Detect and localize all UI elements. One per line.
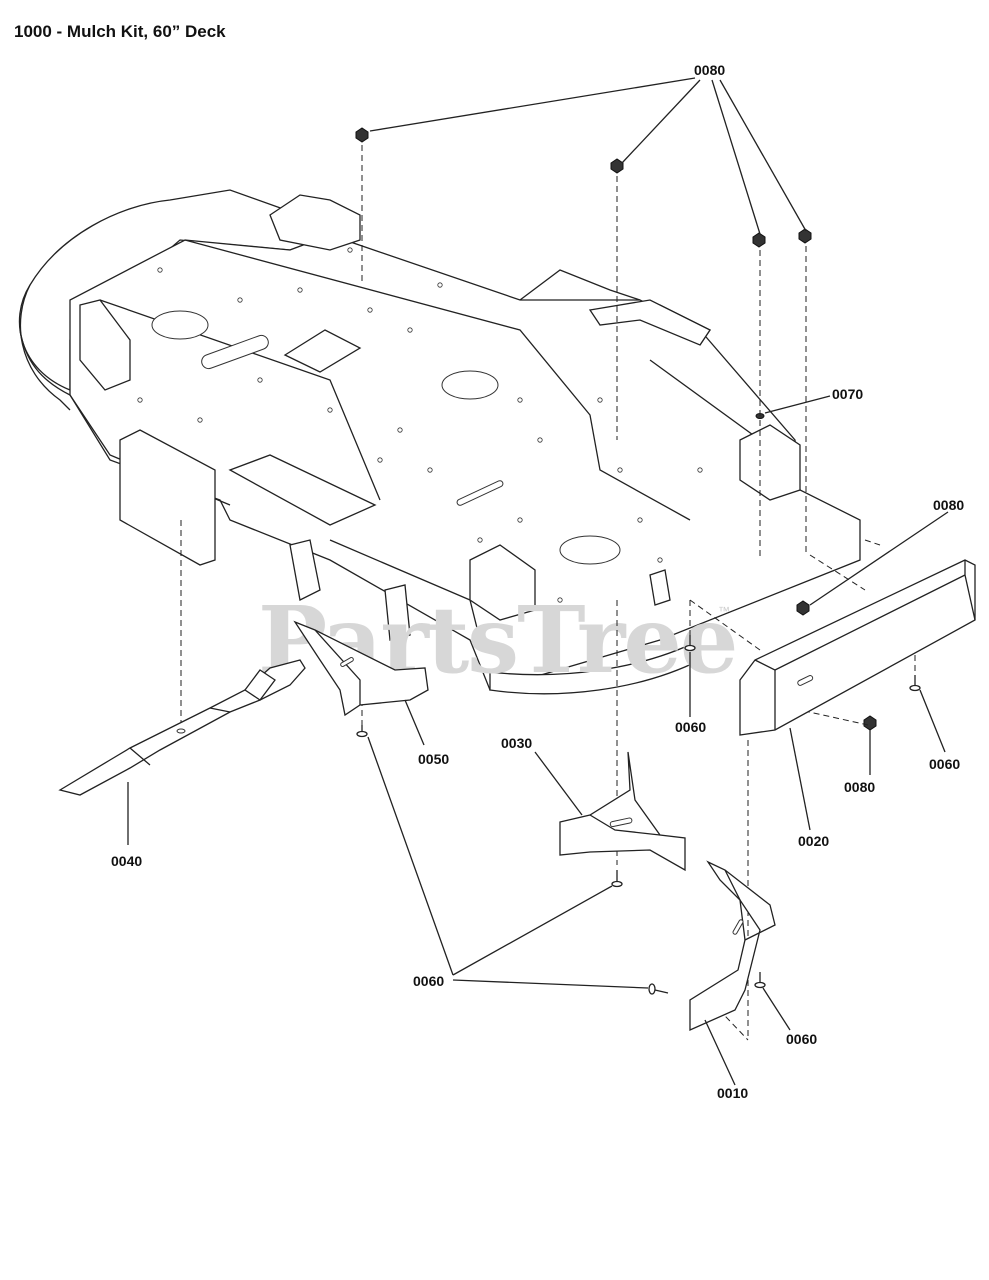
callout-labels: 0080 0070 0080 0060 0050 0030 0040 0080 … [111,62,964,1101]
callout-0050: 0050 [418,751,449,767]
page-title: 1000 - Mulch Kit, 60” Deck [14,22,226,41]
rear-baffle-part [739,559,976,736]
mower-deck [18,189,861,695]
callout-0080-top: 0080 [694,62,725,78]
callout-0080-lower: 0080 [844,779,875,795]
mower-blade-part [58,659,306,796]
callout-0080-right: 0080 [933,497,964,513]
bolt-icon [356,635,921,995]
callout-0020: 0020 [798,833,829,849]
callout-0060-right: 0060 [786,1031,817,1047]
mulch-insert-left-part [293,620,429,717]
callout-0060-a: 0060 [675,719,706,735]
mulch-insert-right-part [689,860,776,1032]
watermark-trademark: ™ [718,604,730,618]
callout-0070: 0070 [832,386,863,402]
callout-0040: 0040 [111,853,142,869]
mulch-insert-center-part [559,751,686,872]
flange-nut-icon [355,127,877,731]
callout-0010: 0010 [717,1085,748,1101]
callout-0060-b: 0060 [929,756,960,772]
callout-0060-left: 0060 [413,973,444,989]
callout-0030: 0030 [501,735,532,751]
leader-lines [127,77,949,1086]
